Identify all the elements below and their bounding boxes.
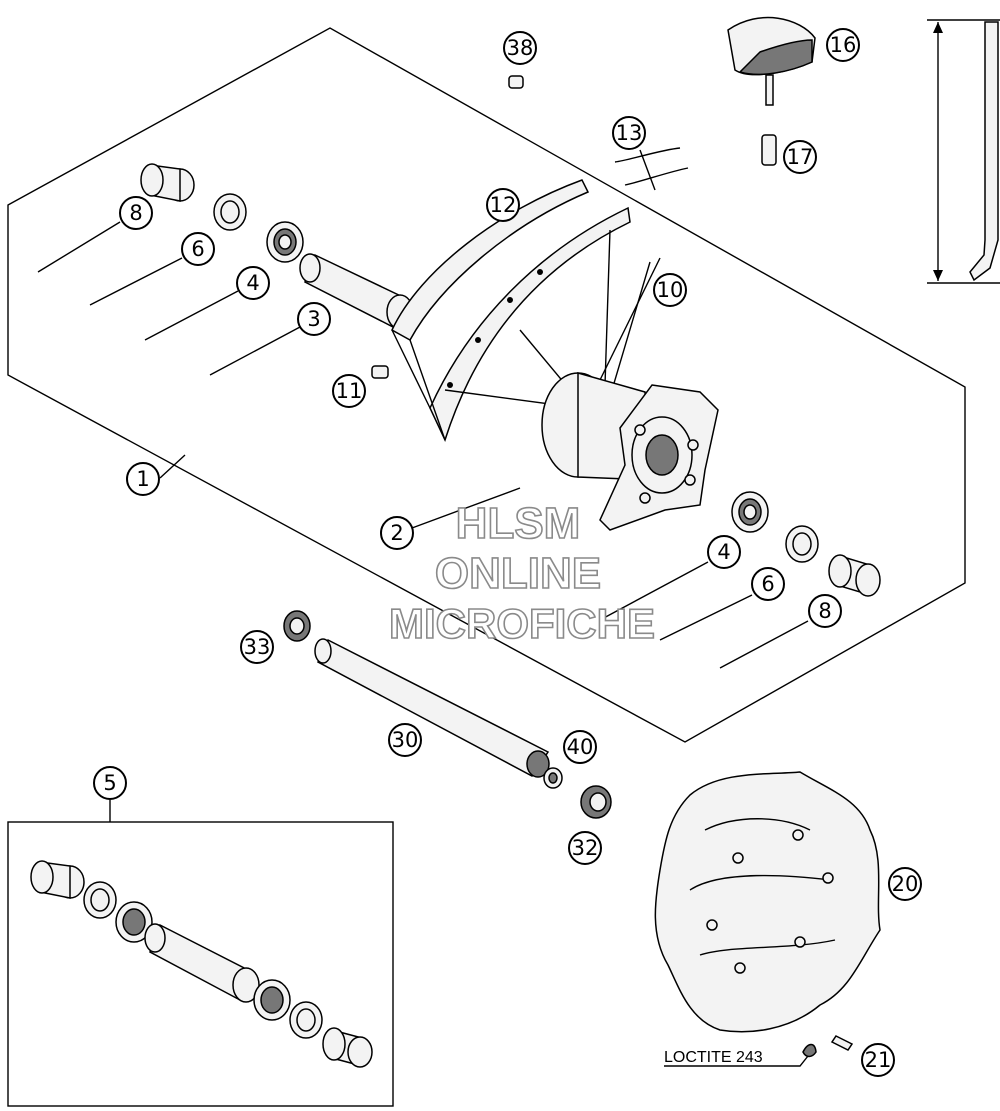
seal-6-left (213, 193, 247, 231)
svg-text:MICROFICHE: MICROFICHE (389, 600, 655, 647)
callout-10: 10 (653, 273, 687, 307)
svg-text:33: 33 (244, 635, 271, 659)
svg-text:30: 30 (392, 728, 419, 752)
svg-text:12: 12 (490, 193, 517, 217)
leader-line-4b (599, 561, 709, 621)
svg-text:ONLINE: ONLINE (435, 549, 601, 598)
callout-4-left: 4 (236, 266, 270, 300)
callout-2: 2 (380, 516, 414, 550)
axle-nut-32 (580, 785, 612, 819)
svg-text:20: 20 (892, 872, 919, 896)
leader-line-1 (159, 454, 186, 479)
callout-11: 11 (332, 374, 366, 408)
wheel-assembly-frame (7, 27, 966, 743)
callout-21: 21 (861, 1043, 895, 1077)
callout-30: 30 (388, 723, 422, 757)
bolt-21 (802, 1035, 854, 1058)
kit-5-parts (30, 860, 373, 1068)
loctite-leader (664, 1055, 809, 1067)
spacer-8-right (828, 554, 881, 597)
bearing-4-left (266, 221, 304, 263)
spacer-8-left (140, 163, 195, 202)
hub-2 (541, 372, 719, 531)
leader-line-6a (89, 257, 183, 306)
callout-38: 38 (503, 31, 537, 65)
nut-17 (761, 134, 777, 166)
svg-text:32: 32 (572, 836, 599, 860)
svg-text:38: 38 (507, 36, 534, 60)
svg-text:1: 1 (136, 467, 149, 491)
callout-6-left: 6 (181, 232, 215, 266)
leader-line-4a (144, 290, 239, 341)
brake-disc-20 (654, 771, 881, 1033)
svg-text:6: 6 (191, 237, 204, 261)
spoke-gauge (927, 19, 1000, 284)
callout-8-left: 8 (119, 196, 153, 230)
callout-13: 13 (612, 116, 646, 150)
rim-tape-13 (614, 147, 689, 191)
svg-text:40: 40 (567, 735, 594, 759)
callout-3: 3 (297, 302, 331, 336)
svg-text:11: 11 (336, 379, 363, 403)
svg-text:17: 17 (787, 145, 814, 169)
callout-32: 32 (568, 831, 602, 865)
svg-text:21: 21 (865, 1048, 892, 1072)
callout-17: 17 (783, 140, 817, 174)
svg-text:2: 2 (390, 521, 403, 545)
svg-text:8: 8 (129, 201, 142, 225)
watermark: HLSM ONLINE MICROFICHE (388, 498, 656, 648)
callout-8-right: 8 (808, 594, 842, 628)
callout-40: 40 (563, 730, 597, 764)
axle-30 (314, 638, 550, 778)
callout-12: 12 (486, 188, 520, 222)
leader-line-6b (659, 594, 753, 641)
loctite-note: LOCTITE 243 (664, 1049, 763, 1066)
bearing-4-right (731, 491, 769, 533)
leader-line-2 (411, 487, 521, 529)
seal-6-right (785, 525, 819, 563)
callout-5: 5 (93, 766, 127, 800)
cap-38 (508, 75, 524, 89)
callout-6-right: 6 (751, 567, 785, 601)
svg-text:4: 4 (246, 271, 259, 295)
callout-4-right: 4 (707, 535, 741, 569)
valve-nipple-11 (371, 365, 389, 379)
callout-16: 16 (826, 28, 860, 62)
callout-1: 1 (126, 462, 160, 496)
kit-5-frame (7, 821, 394, 1107)
callout-33: 33 (240, 630, 274, 664)
washer-40 (543, 767, 563, 789)
rim-lock-16 (727, 16, 816, 106)
callout-20: 20 (888, 867, 922, 901)
svg-text:4: 4 (717, 540, 730, 564)
svg-text:10: 10 (657, 278, 684, 302)
svg-text:8: 8 (818, 599, 831, 623)
leader-line-8a (37, 221, 121, 273)
svg-text:3: 3 (307, 307, 320, 331)
svg-text:13: 13 (616, 121, 643, 145)
svg-text:6: 6 (761, 572, 774, 596)
leader-line-3 (209, 326, 301, 376)
svg-text:5: 5 (103, 771, 116, 795)
svg-text:HLSM: HLSM (456, 499, 581, 548)
leader-line-8b (719, 620, 809, 669)
spacer-33 (283, 610, 311, 642)
svg-text:16: 16 (830, 33, 857, 57)
